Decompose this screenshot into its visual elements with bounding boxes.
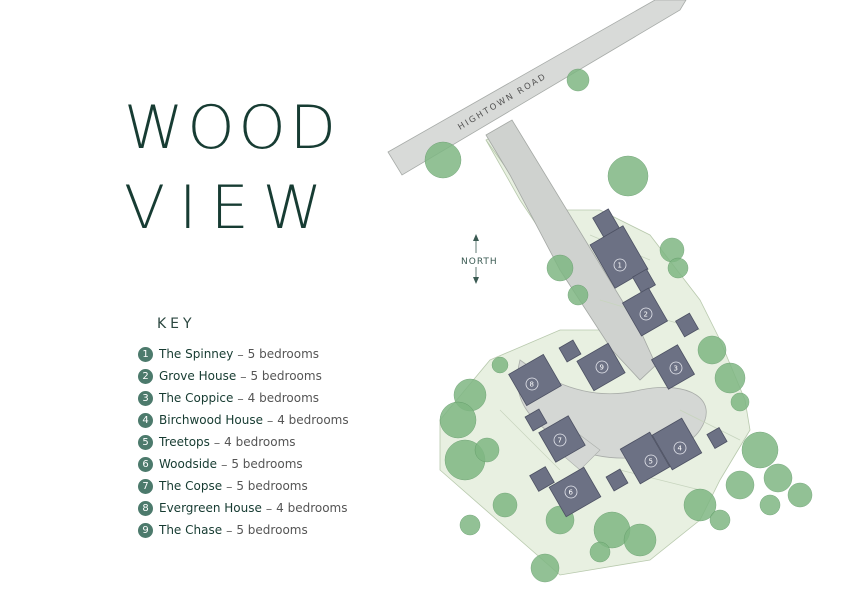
legend-bedrooms: 5 bedrooms xyxy=(250,369,322,383)
legend-bedrooms: 4 bedrooms xyxy=(277,413,349,427)
legend-bedrooms: 5 bedrooms xyxy=(247,347,320,361)
legend-bedrooms: 4 bedrooms xyxy=(247,391,320,405)
legend-item: 8 Evergreen House – 4 bedrooms xyxy=(138,497,349,519)
legend-separator: – xyxy=(221,456,228,472)
plot-4: 4 xyxy=(651,417,728,471)
legend-item: 2 Grove House – 5 bedrooms xyxy=(138,365,349,387)
title-line-2: VIEW xyxy=(124,173,336,243)
legend-house-name: The Coppice xyxy=(159,391,234,405)
plot-number-badge: 5 xyxy=(138,434,153,450)
legend-separator: – xyxy=(226,522,233,538)
legend-house-name: Grove House xyxy=(159,369,237,383)
legend-separator: – xyxy=(240,368,247,384)
plot-8: 8 xyxy=(508,353,562,407)
legend-house-name: The Chase xyxy=(159,523,223,537)
plot-5: 5 xyxy=(619,431,671,485)
svg-text:5: 5 xyxy=(649,458,653,466)
legend-house-name: Treetops xyxy=(159,435,210,449)
legend-bedrooms: 5 bedrooms xyxy=(236,479,308,493)
svg-text:7: 7 xyxy=(558,437,562,445)
north-label: NORTH xyxy=(461,257,498,267)
plot-number-badge: 2 xyxy=(138,368,153,384)
legend-item: 7 The Copse – 5 bedrooms xyxy=(138,475,349,497)
trees xyxy=(424,68,813,583)
hightown-road xyxy=(387,0,687,176)
legend-house-name: Evergreen House xyxy=(159,501,262,515)
houses: 1 2 3 9 8 xyxy=(508,208,728,518)
legend-item: 4 Birchwood House – 4 bedrooms xyxy=(138,409,349,431)
legend-list: 1 The Spinney – 5 bedrooms 2 Grove House… xyxy=(138,343,349,541)
legend-bedrooms: 5 bedrooms xyxy=(236,523,308,537)
plot-number-badge: 3 xyxy=(138,390,153,406)
plot-3: 3 xyxy=(650,344,696,390)
svg-text:8: 8 xyxy=(530,381,534,389)
legend-separator: – xyxy=(266,412,274,428)
svg-text:6: 6 xyxy=(569,489,574,497)
plot-number-badge: 9 xyxy=(138,522,153,538)
plot-number-badge: 6 xyxy=(138,456,153,472)
plot-7: 7 xyxy=(524,408,586,463)
plot-9: 9 xyxy=(558,339,626,392)
legend-separator: – xyxy=(237,346,244,362)
svg-text:1: 1 xyxy=(618,262,622,270)
title-line-1: WOOD xyxy=(124,93,340,163)
plot-number-badge: 4 xyxy=(138,412,153,428)
plot-number-badge: 8 xyxy=(138,500,153,516)
north-arrow: NORTH xyxy=(458,234,498,284)
svg-text:3: 3 xyxy=(674,365,678,373)
legend-separator: – xyxy=(237,390,244,406)
legend-bedrooms: 4 bedrooms xyxy=(224,435,296,449)
legend-item: 3 The Coppice – 4 bedrooms xyxy=(138,387,349,409)
plot-1: 1 xyxy=(589,208,649,289)
svg-text:9: 9 xyxy=(600,364,604,372)
access-driveway xyxy=(485,119,657,381)
plot-6: 6 xyxy=(529,466,629,518)
plot-number-badge: 7 xyxy=(138,478,153,494)
legend-separator: – xyxy=(213,434,221,450)
key-heading: KEY xyxy=(157,316,196,332)
svg-text:2: 2 xyxy=(644,311,648,319)
legend-house-name: Birchwood House xyxy=(159,413,263,427)
plot-2: 2 xyxy=(621,268,699,338)
legend-item: 6 Woodside – 5 bedrooms xyxy=(138,453,349,475)
road-label: HIGHTOWN ROAD xyxy=(456,71,549,132)
legend-bedrooms: 4 bedrooms xyxy=(276,501,348,515)
svg-text:4: 4 xyxy=(678,445,683,453)
legend-item: 1 The Spinney – 5 bedrooms xyxy=(138,343,349,365)
legend-separator: – xyxy=(265,500,273,516)
legend-separator: – xyxy=(226,478,233,494)
plot-number-badge: 1 xyxy=(138,346,153,362)
legend-house-name: The Spinney xyxy=(159,347,234,361)
legend-item: 9 The Chase – 5 bedrooms xyxy=(138,519,349,541)
legend-house-name: Woodside xyxy=(159,457,218,471)
legend-house-name: The Copse xyxy=(159,479,223,493)
legend-bedrooms: 5 bedrooms xyxy=(231,457,303,471)
legend-item: 5 Treetops – 4 bedrooms xyxy=(138,431,349,453)
